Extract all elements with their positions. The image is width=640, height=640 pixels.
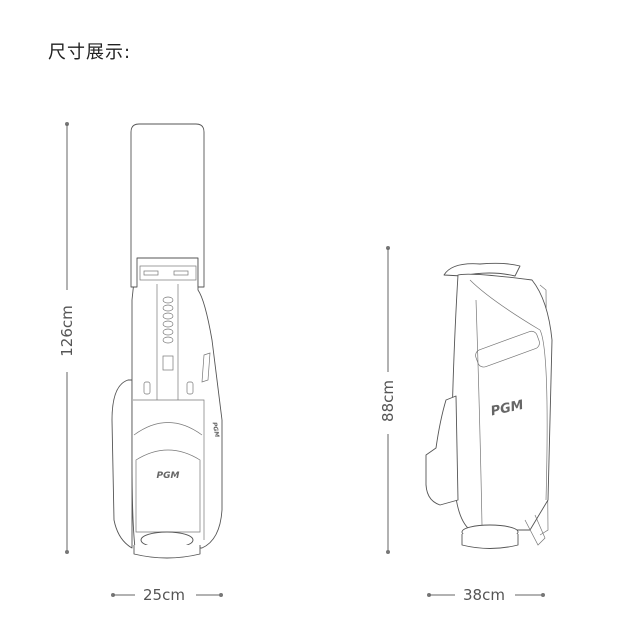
golf-bag-front-view: PGM PGM [111,123,223,559]
front-width-dimension: 25cm [111,586,223,604]
side-width-dimension: 38cm [427,586,545,604]
brand-logo: PGM [157,471,180,481]
side-height-label: 88cm [379,380,397,422]
dim-endpoint [65,550,69,554]
grip-ridges [162,296,174,371]
page-title: 尺寸展示: [48,42,132,63]
side-height-dimension: 88cm [379,246,397,554]
front-height-label: 126cm [58,305,76,357]
brand-logo-side: PGM [490,398,526,420]
side-width-label: 38cm [463,586,505,604]
svg-text:PGM: PGM [211,422,221,438]
front-height-dimension: 126cm [58,122,76,554]
golf-bag-side-view: PGM [425,262,553,549]
front-width-label: 25cm [143,586,185,604]
